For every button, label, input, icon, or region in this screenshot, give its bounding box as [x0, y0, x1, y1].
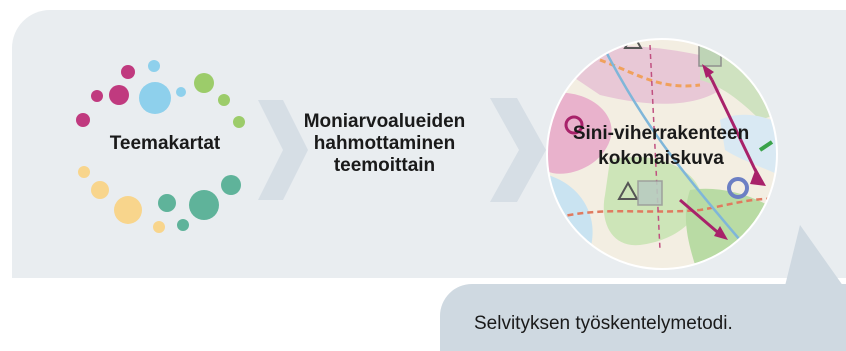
- step-theme-maps-label: Teemakartat: [109, 133, 221, 154]
- callout-text: Selvityksen työskentelymetodi.: [474, 313, 733, 334]
- callout-tail: [784, 225, 846, 290]
- flow-arrow-1: [258, 100, 308, 200]
- theme-dots-ring: [76, 60, 245, 233]
- overview-map: [546, 38, 778, 270]
- step-multivalue-areas-label: Moniarvoalueiden hahmottaminen teemoitta…: [303, 111, 466, 176]
- callout-box: [440, 284, 846, 351]
- flow-arrow-2: [490, 98, 546, 202]
- step-blue-green-overview-label: Sini-viherrakenteen kokonaiskuva: [572, 123, 750, 169]
